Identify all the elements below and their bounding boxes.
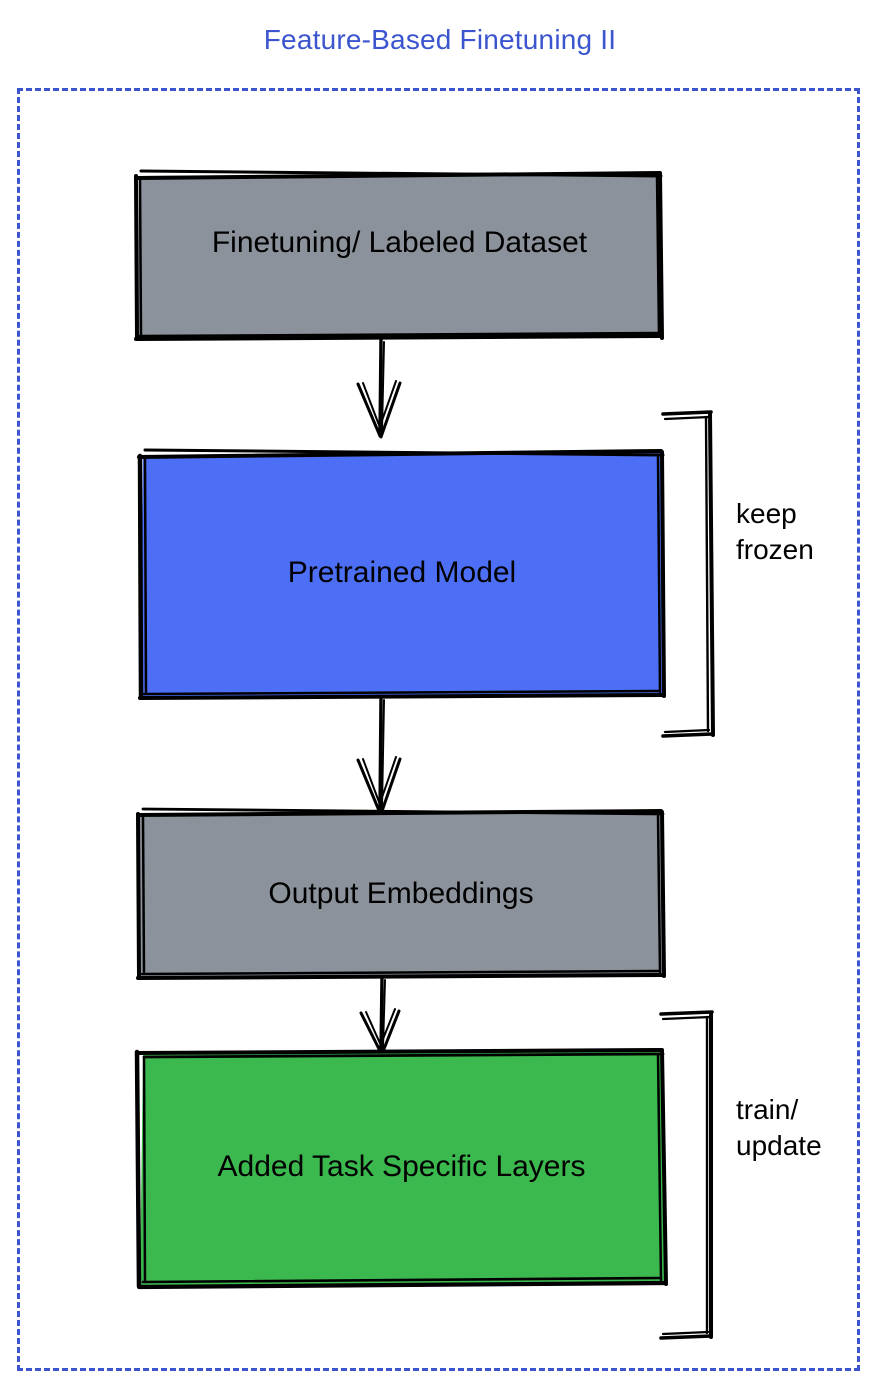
node-label-task-layers: Added Task Specific Layers: [217, 1150, 586, 1183]
page-title: Feature-Based Finetuning II: [263, 24, 617, 55]
dashed-outer-frame: [17, 88, 860, 1371]
annotation-keep-frozen: keep frozen: [736, 498, 814, 565]
node-dataset[interactable]: Finetuning/ Labeled Dataset: [137, 172, 662, 339]
annotation-train-update: train/ update: [736, 1094, 822, 1161]
node-label-pretrained: Pretrained Model: [287, 556, 517, 589]
node-label-embeddings: Output Embeddings: [268, 877, 534, 910]
node-label-dataset: Finetuning/ Labeled Dataset: [211, 226, 588, 259]
node-task-layers[interactable]: Added Task Specific Layers: [137, 1050, 666, 1287]
node-embeddings[interactable]: Output Embeddings: [138, 811, 664, 978]
node-pretrained[interactable]: Pretrained Model: [140, 451, 664, 698]
